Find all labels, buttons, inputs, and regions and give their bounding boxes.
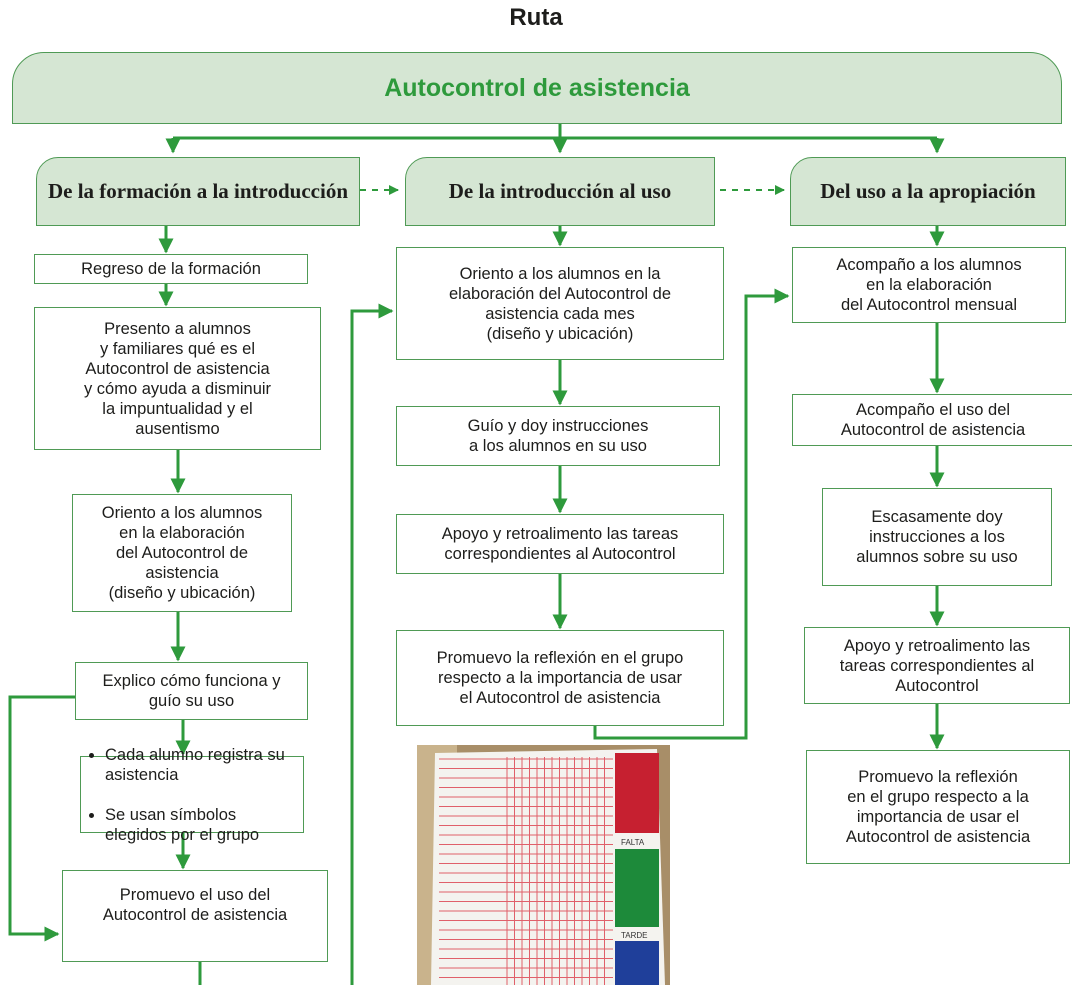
col1-step-last: Promuevo el uso del Autocontrol de asist…	[62, 870, 328, 962]
col3-step-2: Acompaño el uso del Autocontrol de asist…	[792, 394, 1072, 446]
attendance-chart-illustration: FALTA TARDE	[417, 745, 670, 985]
tarde-label: TARDE	[621, 931, 648, 940]
attendance-chart-photo: FALTA TARDE	[417, 745, 670, 985]
phase-2-header: De la introducción al uso	[405, 157, 715, 226]
phase-1-header: De la formación a la introducción	[36, 157, 360, 226]
root-node: Autocontrol de asistencia	[12, 52, 1062, 124]
col3-step-5: Promuevo la reflexión en el grupo respec…	[806, 750, 1070, 864]
col1-step-2: Presento a alumnos y familiares qué es e…	[34, 307, 321, 450]
col1-bullets: Cada alumno registra su asistencia Se us…	[80, 746, 304, 844]
col3-step-3: Escasamente doy instrucciones a los alum…	[822, 488, 1052, 586]
col1-step-3: Oriento a los alumnos en la elaboración …	[72, 494, 292, 612]
col2-step-4: Promuevo la reflexión en el grupo respec…	[396, 630, 724, 726]
col2-step-3: Apoyo y retroalimento las tareas corresp…	[396, 514, 724, 574]
col3-step-4: Apoyo y retroalimento las tareas corresp…	[804, 627, 1070, 704]
bullet-list: Cada alumno registra su asistencia Se us…	[87, 725, 297, 865]
falta-label: FALTA	[621, 838, 645, 847]
root-label: Autocontrol de asistencia	[384, 73, 690, 102]
col3-step-1: Acompaño a los alumnos en la elaboración…	[792, 247, 1066, 323]
phase-3-header: Del uso a la apropiación	[790, 157, 1066, 226]
bullet-item: Cada alumno registra su asistencia	[105, 745, 297, 785]
col1-step-1: Regreso de la formación	[34, 254, 308, 284]
col2-step-1: Oriento a los alumnos en la elaboración …	[396, 247, 724, 360]
col2-step-2: Guío y doy instrucciones a los alumnos e…	[396, 406, 720, 466]
bullet-item: Se usan símbolos elegidos por el grupo	[105, 805, 297, 845]
col1-step-4: Explico cómo funciona y guío su uso	[75, 662, 308, 720]
page-title: Ruta	[509, 4, 563, 31]
